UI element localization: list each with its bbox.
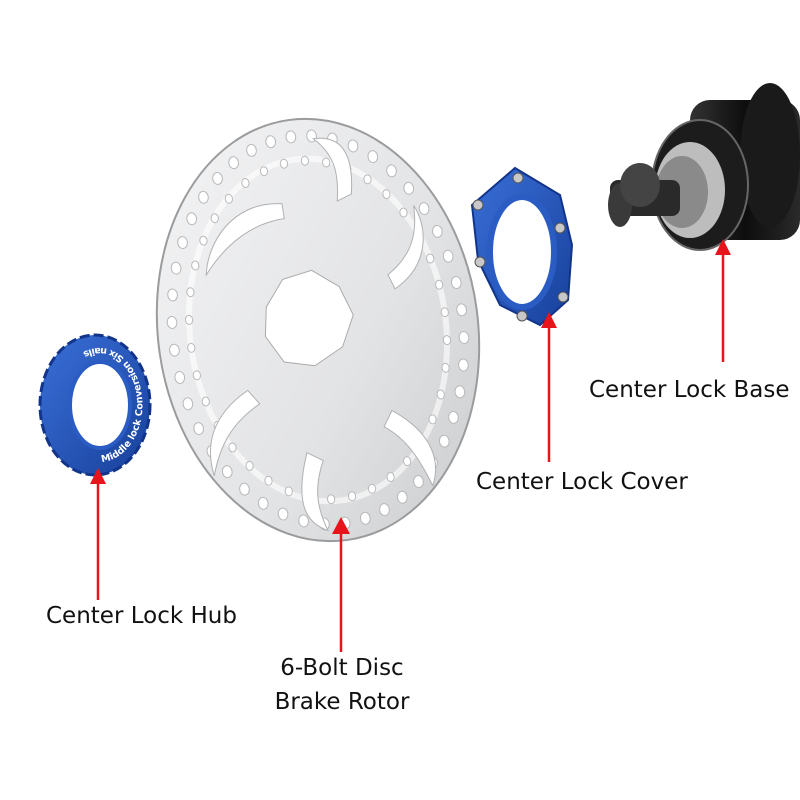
rotor-hole (399, 207, 408, 218)
rotor-hole (432, 224, 443, 238)
disc-brake-rotor-image (155, 117, 481, 543)
rotor-hole (442, 249, 454, 263)
rotor-hole (187, 342, 196, 353)
rotor-hole (448, 410, 459, 424)
rotor-hole (426, 253, 435, 264)
rotor-hole (397, 490, 408, 504)
rotor-hole (413, 475, 424, 489)
rotor-hole (403, 456, 412, 467)
rotor-hole (435, 279, 444, 290)
rotor-hole (285, 130, 297, 144)
rotor-hole (418, 202, 430, 216)
rotor-hole (347, 139, 359, 153)
label-rotor-line1: 6-Bolt Disc (280, 655, 404, 681)
rotor-hole (458, 358, 469, 372)
rotor-hole (386, 164, 397, 178)
pointer-arrows (90, 239, 731, 652)
center-lock-hub-image: Middle lock Conversion Six nails (38, 333, 152, 477)
rotor-hole (436, 389, 445, 400)
rotor-hole (228, 156, 239, 170)
rotor-hole (428, 414, 437, 425)
label-center-lock-base: Center Lock Base (589, 377, 790, 403)
label-rotor-line2: Brake Rotor (274, 689, 410, 715)
rotor-hole (300, 155, 310, 166)
rotor-hole (212, 171, 223, 185)
rotor-hole (224, 193, 233, 204)
rotor-hole (379, 503, 390, 517)
rotor-hole (174, 370, 186, 384)
rotor-hole (228, 442, 237, 453)
rotor-hole (264, 475, 273, 486)
rotor-hole (169, 343, 180, 357)
rotor-hole (241, 178, 250, 188)
rotor-hole (166, 316, 178, 329)
cover-arrowhead (541, 312, 557, 328)
rotor-arrowhead (332, 517, 350, 534)
rotor-hole (386, 472, 395, 482)
rotor-hole (221, 465, 233, 479)
rotor-hole (191, 260, 200, 271)
rotor-hole (170, 261, 182, 275)
rotor-hole (265, 135, 277, 149)
rotor-hole (298, 514, 309, 528)
rotor-hole (454, 385, 466, 399)
base-arrowhead (715, 239, 731, 255)
rotor-hole (322, 157, 331, 168)
label-center-lock-cover: Center Lock Cover (476, 469, 688, 495)
rotor-hole (192, 370, 201, 381)
rotor-hole (186, 287, 195, 298)
rotor-hole (184, 314, 194, 325)
rotor-hole (382, 189, 391, 200)
rotor-hole (199, 235, 208, 246)
label-center-lock-hub: Center Lock Hub (46, 603, 237, 629)
rotor-hole (441, 362, 450, 373)
rotor-hole (456, 303, 467, 317)
rotor-hole (198, 190, 209, 204)
center-lock-cover-image (470, 166, 574, 327)
rotor-hole (193, 422, 204, 436)
rotor-hole (182, 397, 194, 411)
rotor-hole (245, 460, 254, 471)
rotor-hole (438, 434, 450, 448)
rotor-hole (259, 166, 269, 177)
rotor-hole (239, 482, 250, 496)
rotor-hole (326, 494, 336, 505)
rotor-hole (440, 307, 449, 318)
rotor-hole (279, 158, 289, 169)
rotor-hole (450, 276, 462, 290)
rotor-hole (186, 212, 198, 226)
rotor-hole (201, 396, 210, 407)
rotor-hole (359, 511, 371, 525)
rotor-hole (210, 213, 219, 224)
rotor-hole (167, 288, 178, 302)
rotor-hole (284, 486, 293, 497)
rotor-hole (257, 496, 269, 510)
rotor-hole (367, 150, 379, 164)
rotor-hole (277, 507, 289, 521)
rotor-hole (403, 181, 415, 195)
rotor-hole (177, 236, 188, 250)
rotor-hole (458, 331, 470, 344)
rotor-hole (442, 335, 452, 346)
rotor-hole (347, 491, 357, 502)
rotor-hole (246, 143, 257, 157)
center-lock-base-image (608, 83, 800, 251)
hub-arrowhead (90, 468, 106, 484)
rotor-hole (363, 174, 372, 185)
rotor-hole (367, 483, 377, 494)
